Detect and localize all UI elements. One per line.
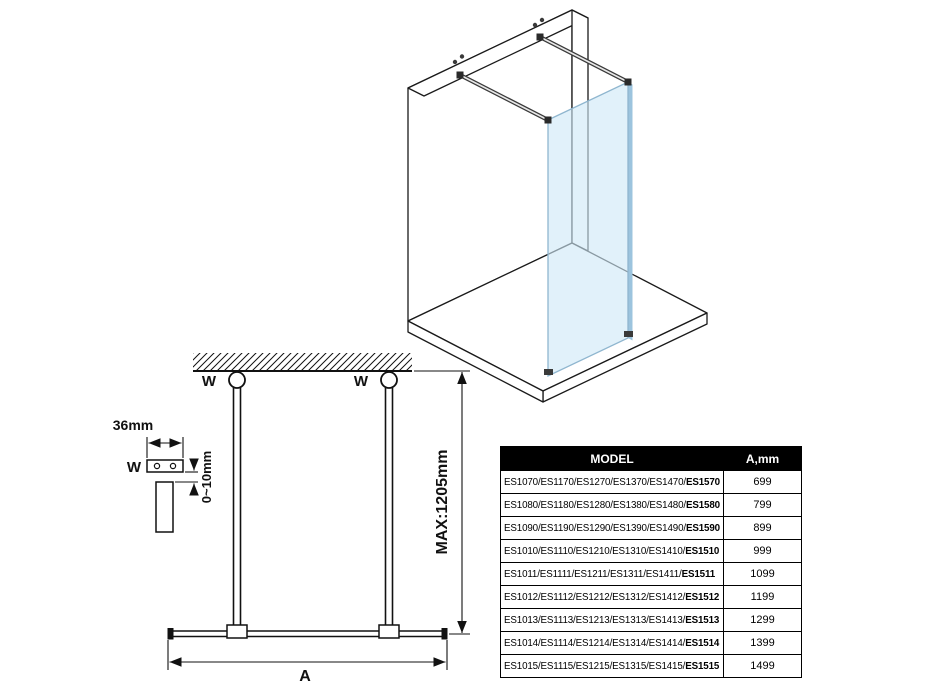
plan-bar-foot-right [378,624,400,639]
glass-panel [547,80,629,378]
support-bar-right-highlight [539,36,629,83]
bracket-width-label: 36mm [113,417,153,433]
support-bar-left-highlight [459,74,549,121]
width-value-cell: 799 [723,493,802,517]
screw-icon [452,59,458,65]
model-row: ES1011/ES1111/ES1211/ES1311/ES1411/ES151… [500,562,802,586]
model-codes-cell: ES1080/ES1180/ES1280/ES1380/ES1480/ES158… [500,493,724,517]
adjust-range-label: 0~10mm [199,451,214,503]
glass-panel-group [544,78,633,378]
plan-view [167,353,448,640]
model-codes-cell: ES1014/ES1114/ES1214/ES1314/ES1414/ES151… [500,631,724,655]
screw-icon [153,462,161,470]
model-row: ES1014/ES1114/ES1214/ES1314/ES1414/ES151… [500,631,802,655]
support-bars [452,17,629,122]
width-value-cell: 1099 [723,562,802,586]
wall-mount-left [228,371,246,389]
model-codes-cell: ES1012/ES1112/ES1212/ES1312/ES1412/ES151… [500,585,724,609]
wall-mount-label-left: W [202,373,217,390]
model-codes-cell: ES1015/ES1115/ES1215/ES1315/ES1415/ES151… [500,654,724,678]
wall-mount-label-right: W [354,373,369,390]
screw-icon [459,54,465,59]
wall-bracket-left [456,71,464,79]
width-value-cell: 1499 [723,654,802,678]
wall-plate [146,459,184,473]
width-value-cell: 1199 [723,585,802,609]
screw-icon [169,462,177,470]
plan-wall-hatch [193,353,412,371]
glass-top-bracket-right [624,78,632,86]
model-table: MODEL A,mm ES1070/ES1170/ES1270/ES1370/E… [500,446,802,678]
wall-mount-right [380,371,398,389]
bracket-detail [146,437,199,533]
glass-thickness-edge [628,82,633,341]
bracket-w-label: W [127,459,142,476]
model-row: ES1080/ES1180/ES1280/ES1380/ES1480/ES158… [500,493,802,517]
model-codes-cell: ES1011/ES1111/ES1211/ES1311/ES1411/ES151… [500,562,724,586]
screw-icon [539,17,545,23]
model-row: ES1090/ES1190/ES1290/ES1390/ES1490/ES159… [500,516,802,540]
screw-icon [532,22,538,28]
width-value-cell: 999 [723,539,802,563]
width-value-cell: 1399 [723,631,802,655]
model-codes-cell: ES1010/ES1110/ES1210/ES1310/ES1410/ES151… [500,539,724,563]
width-value-cell: 899 [723,516,802,540]
plan-bar-foot-left [226,624,248,639]
model-codes-cell: ES1090/ES1190/ES1290/ES1390/ES1490/ES159… [500,516,724,540]
model-row: ES1012/ES1112/ES1212/ES1312/ES1412/ES151… [500,585,802,609]
model-codes-cell: ES1070/ES1170/ES1270/ES1370/ES1470/ES157… [500,470,724,494]
wall-bracket-right [536,33,544,41]
max-height-dimension [414,370,470,635]
glass-foot-right [624,331,633,337]
glass-foot-left [544,369,553,375]
model-row: ES1015/ES1115/ES1215/ES1315/ES1415/ES151… [500,654,802,678]
table-header-row: MODEL A,mm [500,446,802,471]
width-value-cell: 1299 [723,608,802,632]
plan-glass-endcap-right [441,628,448,640]
width-column-header: A,mm [723,446,802,471]
max-height-label: MAX:1205mm [434,450,451,555]
model-column-header: MODEL [500,446,724,471]
model-codes-cell: ES1013/ES1113/ES1213/ES1313/ES1413/ES151… [500,608,724,632]
model-row: ES1070/ES1170/ES1270/ES1370/ES1470/ES157… [500,470,802,494]
model-row: ES1013/ES1113/ES1213/ES1313/ES1413/ES151… [500,608,802,632]
model-row: ES1010/ES1110/ES1210/ES1310/ES1410/ES151… [500,539,802,563]
width-a-dimension [167,640,448,670]
floor-left-edge [407,320,544,403]
glass-top-bracket-left [544,116,552,124]
width-value-cell: 699 [723,470,802,494]
width-a-label: A [299,668,311,685]
bar-cross-section [155,481,174,533]
model-table-body: ES1070/ES1170/ES1270/ES1370/ES1470/ES157… [500,470,802,678]
plan-glass-endcap-left [167,628,174,640]
